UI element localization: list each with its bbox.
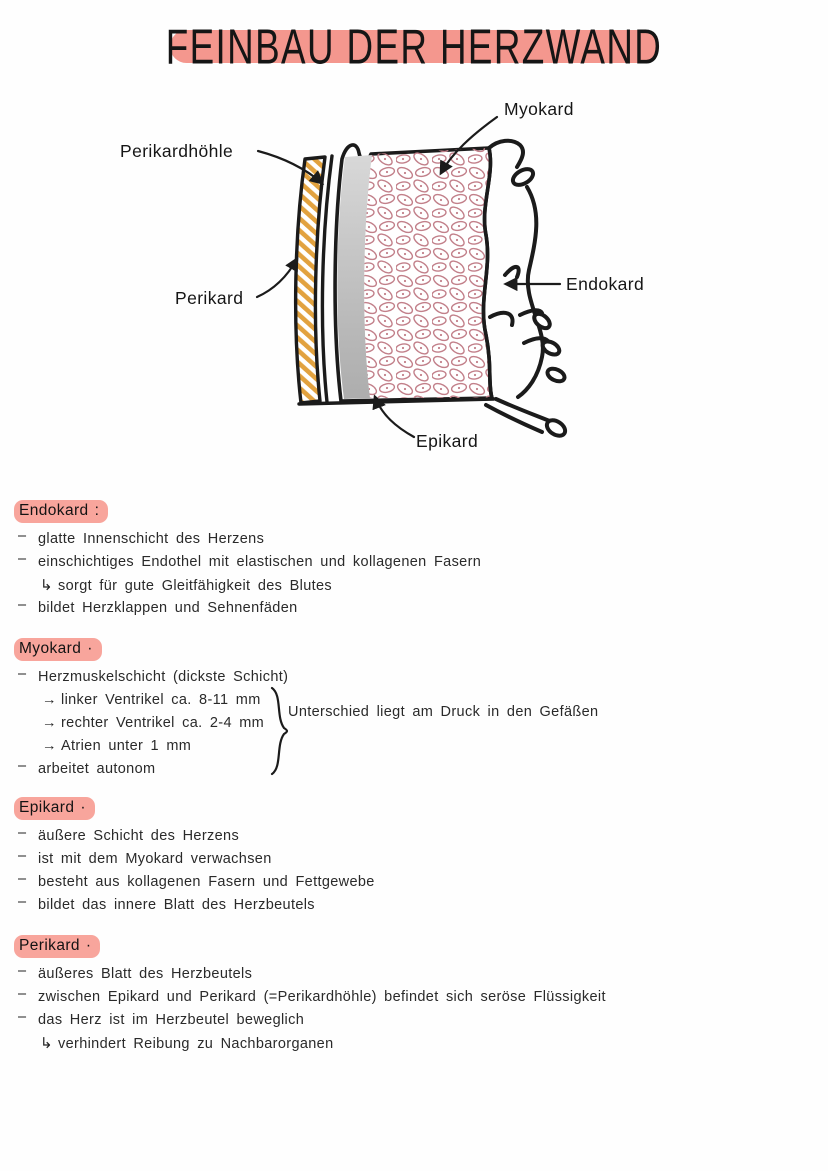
label-endokard: Endokard (566, 274, 644, 294)
item-text: äußere Schicht des Herzens (38, 828, 240, 844)
heart-wall-block (333, 143, 494, 403)
hook-arrow-icon: ↳ (40, 1035, 53, 1052)
item-text: besteht aus kollagenen Fasern und Fettge… (38, 874, 375, 890)
dash-bullet: – (18, 551, 27, 567)
section-myokard: Myokard· –Herzmuskelschicht (dickste Sch… (14, 638, 810, 781)
list-item: –bildet Herzklappen und Sehnenfäden (18, 597, 810, 620)
right-arrow-icon: → (42, 715, 57, 731)
list-item: –das Herz ist im Herzbeutel beweglich (18, 1009, 810, 1032)
heart-wall-diagram: Perikardhöhle Myokard Perikard Endokard … (120, 99, 644, 451)
item-text: äußeres Blatt des Herzbeutels (38, 966, 253, 982)
brace-icon (270, 686, 289, 776)
heading-text: Endokard (19, 502, 89, 519)
epikard-layer (337, 155, 372, 399)
dash-bullet: – (18, 597, 27, 613)
list-subitem: ↳ verhindert Reibung zu Nachbarorganen (18, 1032, 810, 1055)
perikard-arrow (255, 256, 299, 299)
diagram-arrows (255, 115, 562, 439)
dash-bullet: – (18, 871, 27, 887)
dash-bullet: – (18, 666, 27, 682)
label-epikard: Epikard (416, 431, 478, 451)
list-subitem: ↳ sorgt für gute Gleitfähigkeit des Blute… (18, 574, 810, 597)
perikard-layer (293, 155, 327, 405)
title-highlight-pill: FEINBAU DER HERZWAND (166, 21, 661, 75)
dash-bullet: – (18, 848, 27, 864)
label-myokard: Myokard (504, 99, 574, 119)
list-item: –äußeres Blatt des Herzbeutels (18, 963, 810, 986)
perikardhoehle-arrow (256, 149, 325, 185)
item-text: zwischen Epikard und Perikard (=Perikard… (38, 989, 606, 1005)
dash-bullet: – (18, 894, 27, 910)
item-text: arbeitet autonom (38, 761, 156, 777)
myokard-layer (364, 148, 492, 398)
dash-bullet: – (18, 963, 27, 979)
endokard-trabeculae (484, 138, 568, 438)
list-item: –äußere Schicht des Herzens (18, 825, 810, 848)
section-epikard: Epikard· –äußere Schicht des Herzens –is… (14, 797, 810, 917)
perikardhoehle-gap (320, 154, 334, 404)
section-perikard: Perikard· –äußeres Blatt des Herzbeutels… (14, 935, 810, 1055)
list-item: –Herzmuskelschicht (dickste Schicht) (18, 666, 810, 689)
right-arrow-icon: → (42, 738, 57, 754)
label-perikardhoehle: Perikardhöhle (120, 141, 233, 161)
item-text: bildet Herzklappen und Sehnenfäden (38, 600, 298, 616)
brace-note: Unterschied liegt am Druck in den Gefäße… (288, 704, 599, 720)
heading-suffix: · (85, 937, 92, 954)
heading-suffix: · (87, 640, 93, 657)
heading-suffix: · (80, 799, 86, 816)
heading-text: Perikard (19, 937, 80, 954)
item-text: ist mit dem Myokard verwachsen (38, 851, 272, 867)
list-item: –besteht aus kollagenen Fasern und Fettg… (18, 871, 810, 894)
epikard-arrow (372, 394, 416, 439)
list-item: –glatte Innenschicht des Herzens (18, 528, 810, 551)
dash-bullet: – (18, 986, 27, 1002)
section-endokard: Endokard: –glatte Innenschicht des Herze… (14, 500, 810, 620)
endokard-layer (481, 146, 494, 400)
dash-bullet: – (18, 825, 27, 841)
item-text: Herzmuskelschicht (dickste Schicht) (38, 669, 289, 685)
item-text: glatte Innenschicht des Herzens (38, 531, 265, 547)
hook-arrow-icon: ↳ (40, 577, 53, 594)
list-item: –einschichtiges Endothel mit elastischen… (18, 551, 810, 574)
item-text: das Herz ist im Herzbeutel beweglich (38, 1012, 305, 1028)
heading-text: Myokard (19, 640, 82, 657)
heading-suffix: : (94, 502, 100, 519)
list-subitem: →rechter Ventrikel ca. 2-4 mm (18, 712, 810, 735)
dash-bullet: – (18, 758, 27, 774)
dash-bullet: – (18, 1009, 27, 1025)
list-item: –arbeitet autonom (18, 758, 810, 781)
page-title: FEINBAU DER HERZWAND (165, 21, 663, 75)
item-text: linker Ventrikel ca. 8-11 mm (61, 692, 261, 708)
label-perikard: Perikard (175, 288, 243, 308)
list-item: –ist mit dem Myokard verwachsen (18, 848, 810, 871)
item-text: rechter Ventrikel ca. 2-4 mm (61, 715, 265, 731)
section-heading-perikard: Perikard · (14, 935, 101, 958)
section-heading-endokard: Endokard: (14, 500, 109, 523)
section-heading-myokard: Myokard · (14, 638, 102, 661)
item-text: bildet das innere Blatt des Herzbeutels (38, 897, 315, 913)
item-text: verhindert Reibung zu Nachbarorganen (58, 1036, 334, 1052)
item-text: einschichtiges Endothel mit elastischen … (38, 554, 482, 570)
list-item: –zwischen Epikard und Perikard (=Perikar… (18, 986, 810, 1009)
section-heading-epikard: Epikard · (14, 797, 95, 820)
dash-bullet: – (18, 528, 27, 544)
right-arrow-icon: → (42, 692, 57, 708)
list-subitem: →linker Ventrikel ca. 8-11 mm (18, 689, 810, 712)
heading-text: Epikard (19, 799, 75, 816)
list-item: –bildet das innere Blatt des Herzbeutels (18, 894, 810, 917)
list-subitem: →Atrien unter 1 mm (18, 735, 810, 758)
item-text: Atrien unter 1 mm (61, 738, 192, 754)
item-text: sorgt für gute Gleitfähigkeit des Blutes (58, 578, 333, 594)
myokard-arrow (439, 115, 499, 176)
